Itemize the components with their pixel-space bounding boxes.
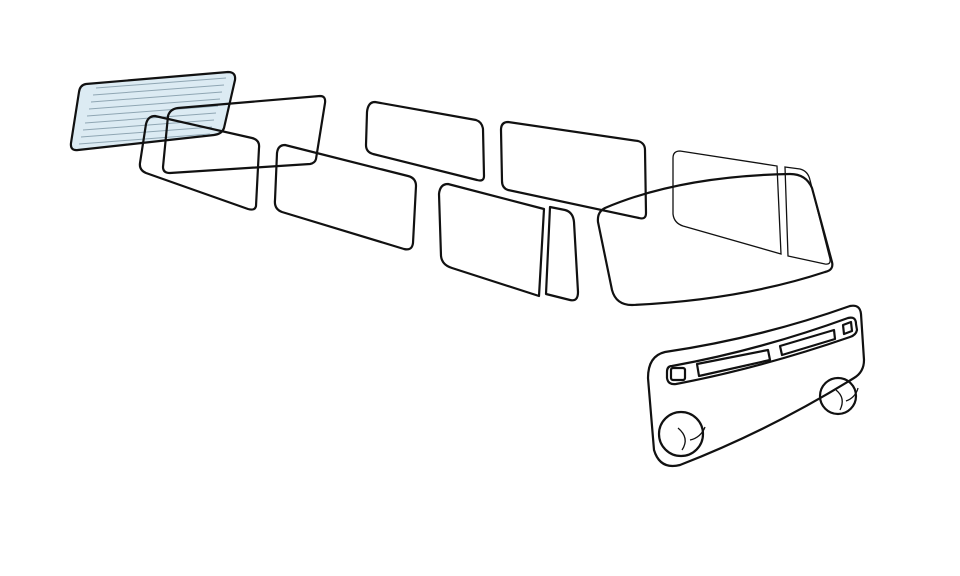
front-door-window: [672, 150, 782, 255]
windshield: [596, 172, 834, 307]
vent-window: [544, 205, 580, 302]
side-window-rear-lower: [273, 143, 418, 251]
rear-quarter-window-upper: [161, 94, 327, 175]
front-panel-with-headlights: [646, 304, 866, 468]
sliding-door-window: [437, 182, 546, 298]
front-door-vent-window: [784, 166, 831, 265]
rear-window: [69, 70, 237, 152]
rear-quarter-window-lower: [138, 114, 261, 211]
side-window-front-upper: [499, 120, 648, 220]
side-window-middle-upper: [364, 100, 486, 182]
